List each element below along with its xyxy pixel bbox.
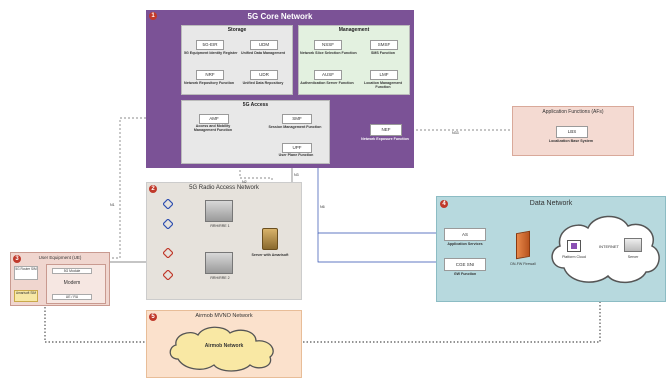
nf-udr-short: UDR [259,72,269,77]
antenna-icon [162,267,174,281]
nf-ausf-short: AUSF [321,72,334,77]
ue-badge: 3 [13,255,21,263]
af-lbs[interactable]: LBS [556,126,588,138]
nf-upf-label: User Plane Function [278,153,314,157]
rrh-unit-1[interactable] [205,200,233,222]
nf-smsf-label: SMS Function [371,51,395,55]
nf-nrf-short: NRF [205,72,215,77]
internet-cloud-icon [551,215,660,284]
ue-module-top[interactable]: 5G Module [52,268,92,274]
core-badge: 1 [149,12,157,20]
nf-udm-label: Unified Data Management [241,51,285,55]
af-lbs-label: Localization Base System [548,139,594,143]
mvno-dn-link [282,284,601,343]
rrh-label-2: RRH/RRE 2 [210,276,230,280]
nf-smf-label: Session Management Function [268,125,322,129]
nf-amf-short: AMF [209,116,219,121]
data-network-title: Data Network [529,200,573,207]
ran-title: 5G Radio Access Network [189,185,259,191]
nf-smf-short: SMF [292,116,302,121]
internet-label: INTERNET [599,244,619,249]
nf-amf[interactable]: AMF [199,114,229,124]
nf-nssf[interactable]: NSSF [314,40,342,50]
firewall-icon[interactable] [516,230,530,260]
ue-sim-top[interactable]: 5G Router SIM [14,266,38,280]
n6-link-2 [317,233,440,263]
ue-modem[interactable]: Modem [63,280,81,286]
antenna-icon [162,216,174,230]
nf-smf[interactable]: SMF [282,114,312,124]
nf-smsf[interactable]: SMSF [370,40,398,50]
nf-udr-label: Unified Data Repository [242,81,284,85]
nf-nrf[interactable]: NRF [196,70,224,80]
storage-title: Storage [227,27,247,33]
rrh-unit-2[interactable] [205,252,233,274]
link-label-n6: N6 [320,205,325,209]
server-icon[interactable] [262,228,278,250]
platform-label: Platform Cloud [562,255,586,259]
mvno-cloud-label: Airmob Network [204,343,244,349]
dn-cgs-short: CGE SNI [455,262,475,267]
app-functions-title: Application Functions (AFs) [542,109,604,115]
link-label-n1: N1 [110,203,115,207]
management-title: Management [338,27,370,33]
firewall-label: DN-FW Firewall [510,262,536,266]
nf-5g-eir-label: 5G Equipment Identity Register [184,51,238,55]
nf-udm-short: UDM [258,42,270,47]
nf-ausf[interactable]: AUSF [314,70,342,80]
nf-5g-eir[interactable]: 5G-EIR [196,40,224,50]
link-label-n3: N3 [294,173,299,177]
link-label-n33: N33 [452,131,459,135]
nf-lmf[interactable]: LMF [370,70,398,80]
rrh-label-1: RRH/RRE 1 [210,224,230,228]
nf-nssf-short: NSSF [321,42,334,47]
access-title: 5G Access [242,102,269,108]
nf-nef[interactable]: NEF [370,124,402,136]
mvno-title: Airmob MVNO Network [195,313,253,319]
af-lbs-short: LBS [567,129,577,134]
server-box-icon[interactable] [624,238,642,252]
link-label-n2: N2 [242,180,247,184]
nf-5g-eir-short: 5G-EIR [202,42,218,47]
nf-nrf-label: Network Repository Function [184,81,235,85]
nf-nef-label: Network Exposure Function [361,137,409,141]
nf-ausf-label: Authentication Server Function [300,81,354,85]
gnb-label: Server with Amarisoft [251,253,289,257]
nf-nef-short: NEF [381,127,391,132]
mvno-badge: 5 [149,313,157,321]
antenna-icon [162,196,174,210]
nf-udm[interactable]: UDM [250,40,278,50]
platform-icon[interactable] [567,240,581,252]
nf-lmf-short: LMF [379,72,389,77]
nf-lmf-label: Location Management Function [364,81,402,89]
core-network-title: 5G Core Network [247,12,313,21]
ue-mvno-link [44,300,170,343]
dn-cgs-label: GW Function [453,272,477,276]
dn-as[interactable]: AS [444,228,486,241]
ue-module-bottom[interactable]: UE / RU [52,294,92,300]
dn-as-short: AS [461,232,468,237]
dn-as-label: Application Services [447,242,483,246]
ue-sim-bottom[interactable]: Amarisoft SIM [14,290,38,302]
app-functions-zone: Application Functions (AFs) [512,106,634,156]
ran-badge: 2 [149,185,157,193]
nf-nssf-label: Network Slice Selection Function [300,51,357,55]
nf-upf-short: UPF [292,145,302,150]
mvno-cloud-icon [169,326,274,372]
nf-smsf-short: SMSF [377,42,391,47]
management-panel: Management [298,25,410,95]
access-panel: 5G Access [181,100,330,164]
server-label: Server [627,255,639,259]
ue-title: User Equipment (UE) [38,255,82,260]
dn-badge: 4 [440,200,448,208]
nf-upf[interactable]: UPF [282,143,312,153]
antenna-icon [162,245,174,259]
dn-cgs[interactable]: CGE SNI [444,258,486,271]
storage-panel: Storage [181,25,293,95]
nf-amf-label: Access and Mobility Management Function [193,124,233,132]
nf-udr[interactable]: UDR [250,70,278,80]
